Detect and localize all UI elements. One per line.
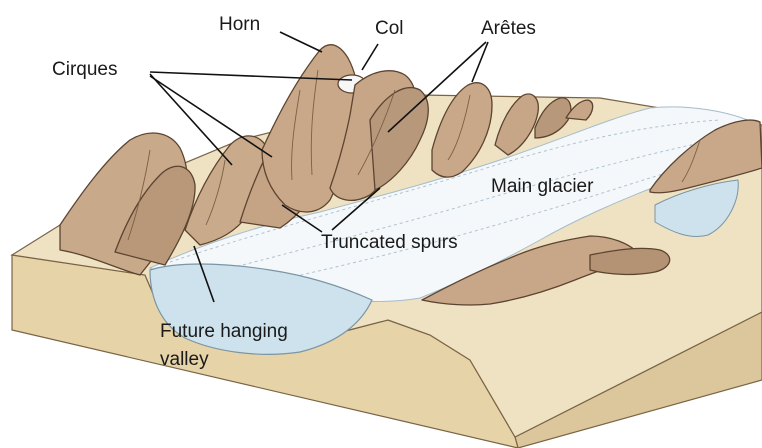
label-future-hanging-line1: Future hanging <box>160 321 288 342</box>
label-aretes: Arêtes <box>481 18 536 39</box>
leader-horn <box>280 32 322 52</box>
label-horn: Horn <box>219 14 260 35</box>
ridge-foreground-edge <box>590 248 670 274</box>
label-future-hanging-line2: valley <box>160 349 209 370</box>
label-col: Col <box>375 18 404 39</box>
label-cirques: Cirques <box>52 59 117 80</box>
label-truncated-spurs: Truncated spurs <box>321 232 458 253</box>
leader-col <box>362 44 378 70</box>
label-main-glacier: Main glacier <box>491 176 594 197</box>
